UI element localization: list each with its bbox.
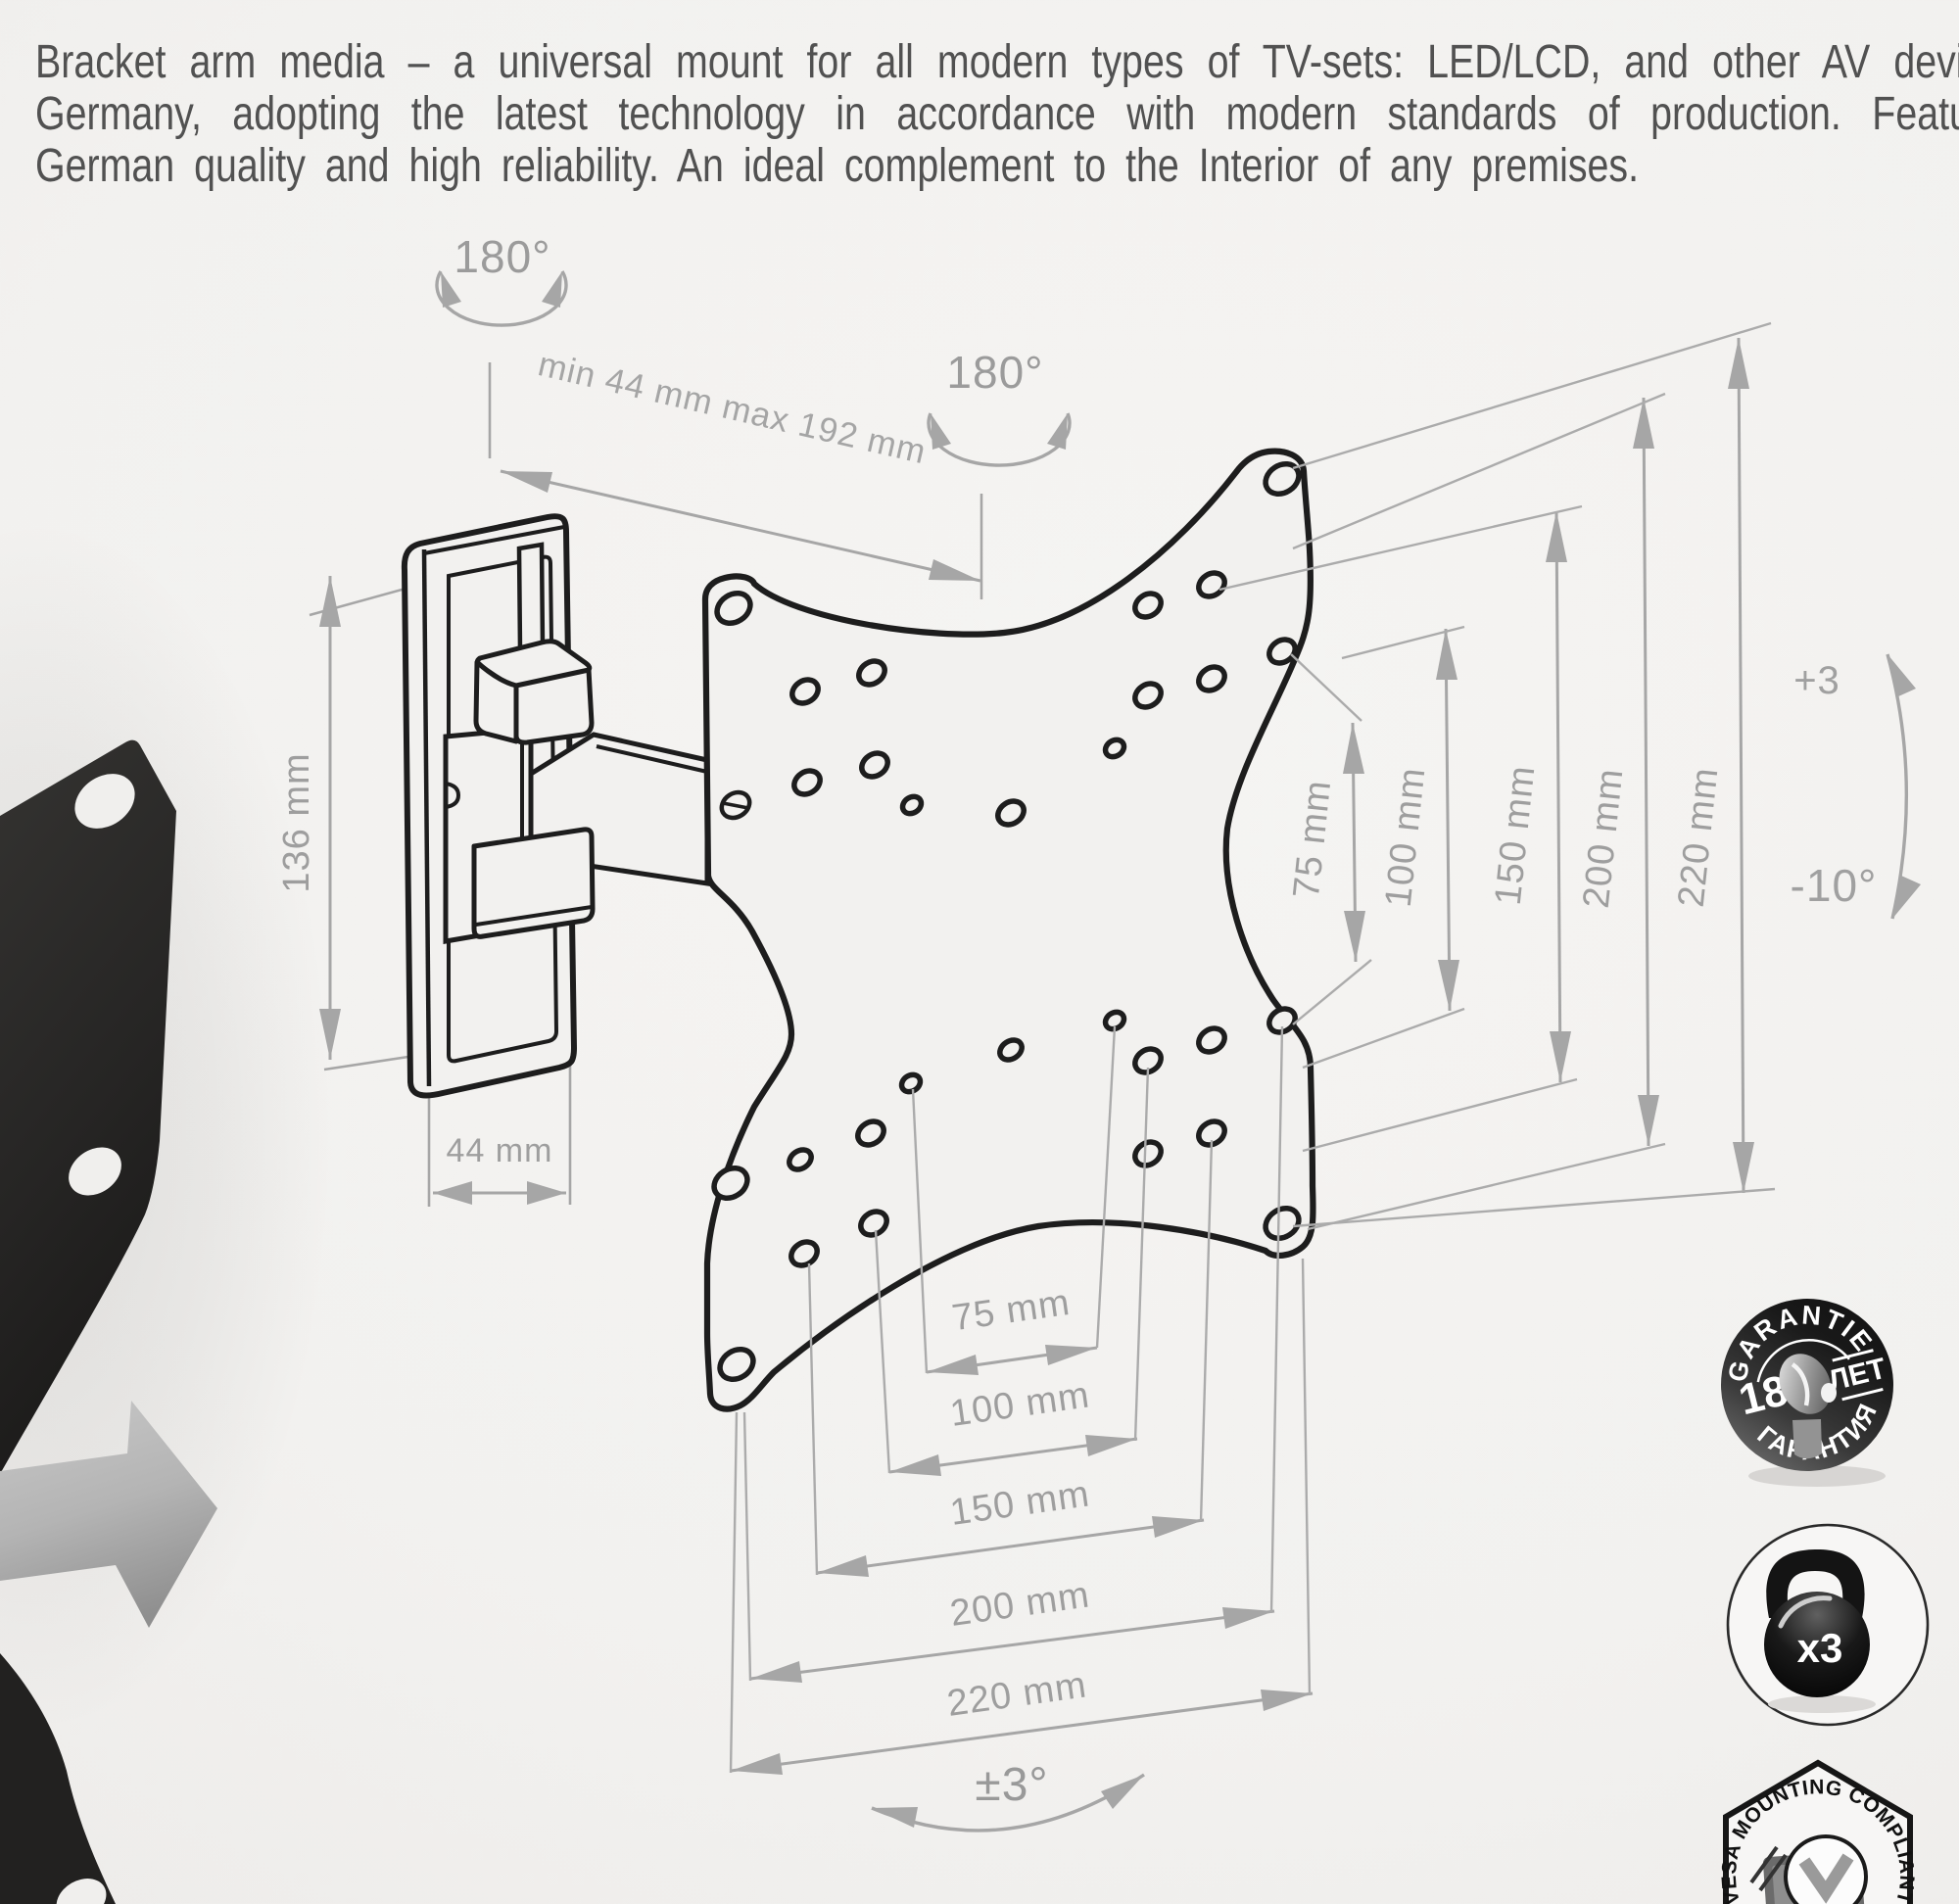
svg-text:150 mm: 150 mm xyxy=(947,1473,1092,1534)
svg-text:100 mm: 100 mm xyxy=(1378,765,1434,909)
svg-text:min 44 mm max 192 mm: min 44 mm max 192 mm xyxy=(535,345,930,471)
svg-text:75 mm: 75 mm xyxy=(1286,778,1339,900)
svg-text:220 mm: 220 mm xyxy=(1671,765,1727,909)
svg-text:75 mm: 75 mm xyxy=(949,1282,1073,1339)
svg-text:-10°: -10° xyxy=(1791,860,1878,911)
svg-text:200 mm: 200 mm xyxy=(1576,766,1632,910)
svg-text:180°: 180° xyxy=(454,231,550,282)
svg-text:44 mm: 44 mm xyxy=(447,1132,553,1169)
svg-text:100 mm: 100 mm xyxy=(947,1374,1092,1435)
svg-text:150 mm: 150 mm xyxy=(1488,763,1544,907)
svg-text:180°: 180° xyxy=(946,347,1043,398)
svg-text:220 mm: 220 mm xyxy=(944,1664,1089,1725)
svg-text:x3: x3 xyxy=(1797,1625,1843,1671)
svg-text:200 mm: 200 mm xyxy=(947,1574,1092,1635)
svg-text:+3: +3 xyxy=(1793,659,1840,702)
svg-text:±3°: ±3° xyxy=(975,1759,1048,1811)
